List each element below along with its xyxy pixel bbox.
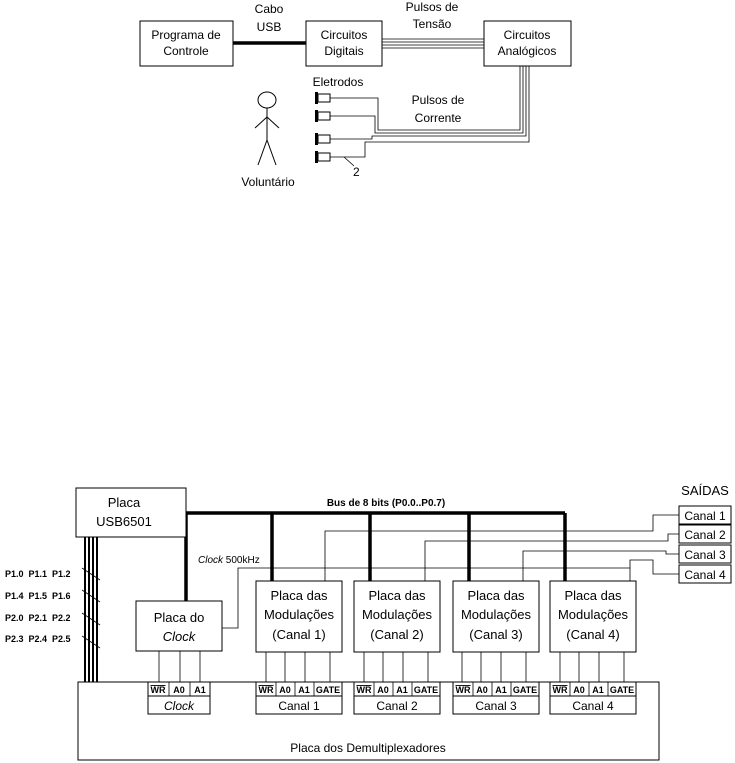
mod-board-1-line1: Placa das xyxy=(270,588,328,603)
top-diagram: Programa de Controle Cabo USB Circuitos … xyxy=(139,0,572,189)
port-lines xyxy=(84,537,98,682)
control-program-line1: Programa de xyxy=(151,28,221,42)
channel-slot-2: WR A0 A1 GATE Canal 2 xyxy=(353,681,441,715)
bottom-diagram: Placa dos Demultiplexadores Bus de 8 bit… xyxy=(5,483,732,761)
electrode-icon xyxy=(315,133,331,145)
clock-wire xyxy=(222,567,630,629)
ch4-slot-label: Canal 4 xyxy=(572,699,614,713)
electrodes-label: Eletrodos xyxy=(313,75,364,89)
mod-board-1-line3: (Canal 1) xyxy=(272,627,325,642)
ch2-slot-label: Canal 2 xyxy=(376,699,418,713)
ch3-pin-a1: A1 xyxy=(495,685,507,695)
current-pulse-wires xyxy=(330,66,530,158)
output-wires xyxy=(324,514,679,581)
analog-circuits-box xyxy=(483,20,572,67)
volunteer-icon xyxy=(254,91,280,166)
electrode-icons xyxy=(315,92,331,163)
modulation-board-2 xyxy=(353,580,441,653)
ch3-pin-a0: A0 xyxy=(476,685,488,695)
voltage-pulse-label2: Tensão xyxy=(413,17,452,31)
usb6501-label2: USB6501 xyxy=(96,514,152,529)
ch2-pin-a0: A0 xyxy=(377,685,389,695)
mod-board-3-line1: Placa das xyxy=(467,588,525,603)
mod-board-2-line1: Placa das xyxy=(368,588,426,603)
ch4-pin-wr: WR xyxy=(553,685,568,695)
ch1-pin-a1: A1 xyxy=(298,685,310,695)
ch3-pin-gate: GATE xyxy=(513,685,537,695)
output-label-1: Canal 1 xyxy=(684,509,726,523)
demux-board-label: Placa dos Demultiplexadores xyxy=(290,741,445,755)
ch4-pin-gate: GATE xyxy=(610,685,634,695)
clock-board xyxy=(135,600,223,652)
mod-board-2-line3: (Canal 2) xyxy=(370,627,423,642)
port-row-3: P2.0 P2.1 P2.2 xyxy=(5,613,71,623)
volunteer-label: Voluntário xyxy=(241,175,295,189)
pin-wires xyxy=(158,651,625,682)
port-diagonals xyxy=(81,567,101,649)
mod-board-4-line2: Modulações xyxy=(558,607,629,622)
mod-board-3-line2: Modulações xyxy=(461,607,532,622)
channel-slot-4: WR A0 A1 GATE Canal 4 xyxy=(549,681,637,715)
mod-board-4-line3: (Canal 4) xyxy=(566,627,619,642)
ch1-pin-gate: GATE xyxy=(316,685,340,695)
clock-board-line1: Placa do xyxy=(154,610,205,625)
ch2-pin-wr: WR xyxy=(357,685,372,695)
ch3-pin-wr: WR xyxy=(456,685,471,695)
clock-pin-a1: A1 xyxy=(194,685,206,695)
clock-signal-label: Clock 500kHz xyxy=(198,555,260,566)
count-pointer xyxy=(343,156,355,167)
digital-circuits-line1: Circuitos xyxy=(321,28,368,42)
port-row-1: P1.0 P1.1 P1.2 xyxy=(5,569,71,579)
electrode-icon xyxy=(315,110,331,122)
ch2-pin-a1: A1 xyxy=(396,685,408,695)
count-label: 2 xyxy=(353,165,360,179)
clock-pin-a0: A0 xyxy=(173,685,185,695)
ch1-pin-wr: WR xyxy=(259,685,274,695)
ch4-pin-a1: A1 xyxy=(592,685,604,695)
analog-circuits-line2: Analógicos xyxy=(498,44,557,58)
port-row-2: P1.4 P1.5 P1.6 xyxy=(5,591,71,601)
mod-board-1-line2: Modulações xyxy=(264,607,335,622)
mod-board-3-line3: (Canal 3) xyxy=(469,627,522,642)
clock-slot-label: Clock xyxy=(164,699,195,713)
mod-board-4-line1: Placa das xyxy=(564,588,622,603)
output-label-2: Canal 2 xyxy=(684,528,726,542)
voltage-pulse-label1: Pulsos de xyxy=(406,0,459,14)
voltage-pulse-wires xyxy=(382,38,484,49)
bus-label: Bus de 8 bits (P0.0..P0.7) xyxy=(327,498,445,509)
modulation-board-1 xyxy=(255,580,343,653)
clock-board-line2: Clock xyxy=(163,629,197,644)
control-program-box xyxy=(139,20,234,67)
channel-slot-3: WR A0 A1 GATE Canal 3 xyxy=(452,681,540,715)
modulation-board-4 xyxy=(549,580,637,653)
digital-circuits-box xyxy=(305,20,383,67)
analog-circuits-line1: Circuitos xyxy=(504,28,551,42)
electrode-icon xyxy=(315,92,331,104)
outputs-title: SAÍDAS xyxy=(681,483,729,498)
usb-cable-label1: Cabo xyxy=(255,2,284,16)
clock-pin-wr: WR xyxy=(151,685,166,695)
usb6501-board xyxy=(75,487,187,538)
port-row-4: P2.3 P2.4 P2.5 xyxy=(5,634,71,644)
electrode-icon xyxy=(315,151,331,163)
digital-circuits-line2: Digitais xyxy=(324,44,363,58)
ch2-pin-gate: GATE xyxy=(414,685,438,695)
current-pulse-label2: Corrente xyxy=(415,111,462,125)
mod-board-2-line2: Modulações xyxy=(362,607,433,622)
current-pulse-label1: Pulsos de xyxy=(412,93,465,107)
ch3-slot-label: Canal 3 xyxy=(475,699,517,713)
usb-cable-label2: USB xyxy=(257,20,282,34)
modulation-board-3 xyxy=(452,580,540,653)
clock-slot: WR A0 A1 Clock xyxy=(147,681,211,715)
output-label-4: Canal 4 xyxy=(684,568,726,582)
ch1-slot-label: Canal 1 xyxy=(278,699,320,713)
channel-slot-1: WR A0 A1 GATE Canal 1 xyxy=(255,681,343,715)
control-program-line2: Controle xyxy=(163,44,209,58)
ch4-pin-a0: A0 xyxy=(573,685,585,695)
ch1-pin-a0: A0 xyxy=(279,685,291,695)
usb6501-label1: Placa xyxy=(108,495,141,510)
output-label-3: Canal 3 xyxy=(684,548,726,562)
